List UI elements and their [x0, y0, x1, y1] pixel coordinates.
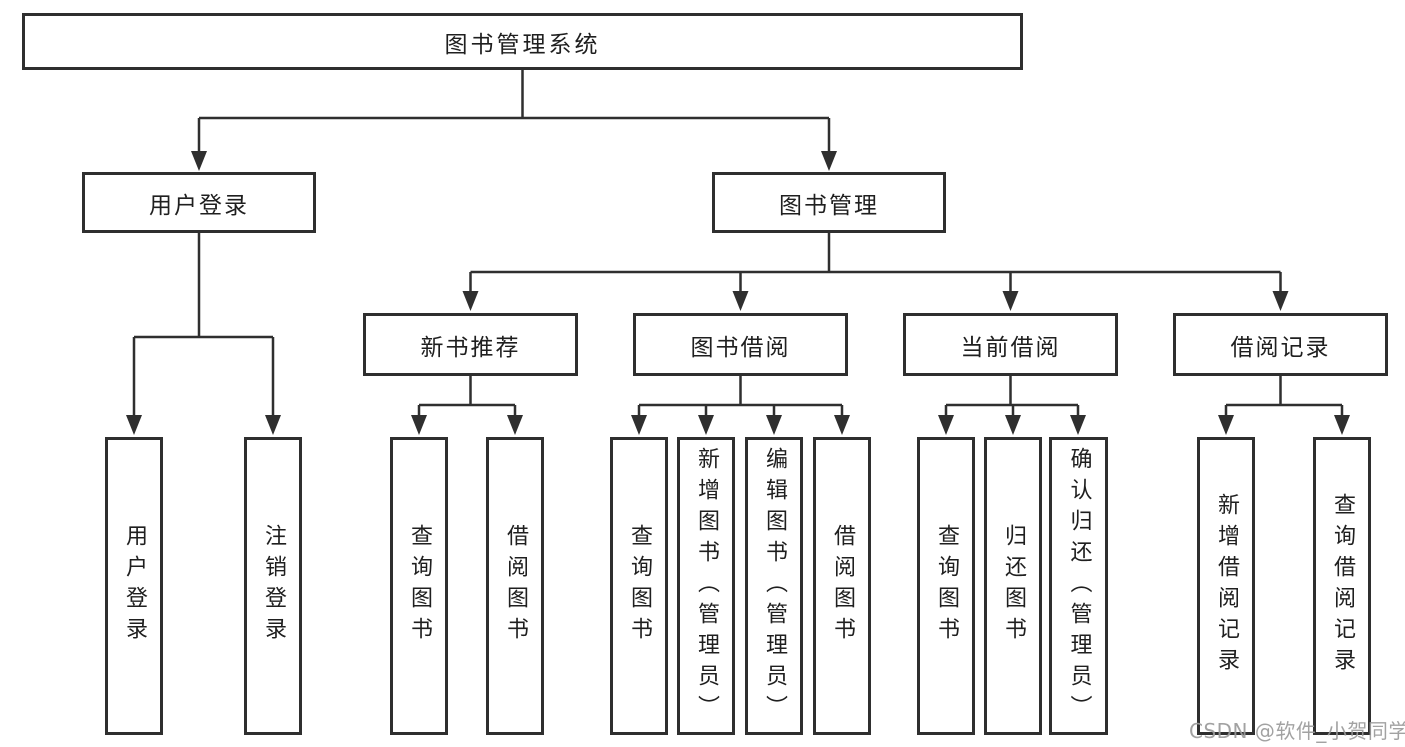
connector-lines [132, 70, 1344, 420]
leaf-query-borrow-record: 查询借阅记录 [1313, 437, 1371, 735]
leaf-borrow-books-recommend: 借阅图书 [486, 437, 544, 735]
csdn-watermark: CSDN @软件_小贺同学 [1189, 719, 1405, 743]
node-user-login: 用户登录 [82, 172, 316, 233]
leaf-borrow-books: 借阅图书 [813, 437, 871, 735]
node-book-borrow: 图书借阅 [633, 313, 848, 376]
leaf-add-borrow-record: 新增借阅记录 [1197, 437, 1255, 735]
node-new-book-recommend: 新书推荐 [363, 313, 578, 376]
leaf-add-books-admin: 新增图书（管理员） [677, 437, 735, 735]
leaf-query-books-borrow: 查询图书 [610, 437, 668, 735]
leaf-confirm-return-admin: 确认归还（管理员） [1049, 437, 1108, 735]
leaf-edit-books-admin: 编辑图书（管理员） [745, 437, 803, 735]
leaf-return-books: 归还图书 [984, 437, 1042, 735]
leaf-user-login: 用户登录 [105, 437, 163, 735]
leaf-logout: 注销登录 [244, 437, 302, 735]
connector-arrowheads [126, 151, 1350, 435]
leaf-query-books-current: 查询图书 [917, 437, 975, 735]
node-borrow-records: 借阅记录 [1173, 313, 1388, 376]
node-root: 图书管理系统 [22, 13, 1023, 70]
node-current-borrow: 当前借阅 [903, 313, 1118, 376]
leaf-query-books-recommend: 查询图书 [390, 437, 448, 735]
node-book-management: 图书管理 [712, 172, 946, 233]
